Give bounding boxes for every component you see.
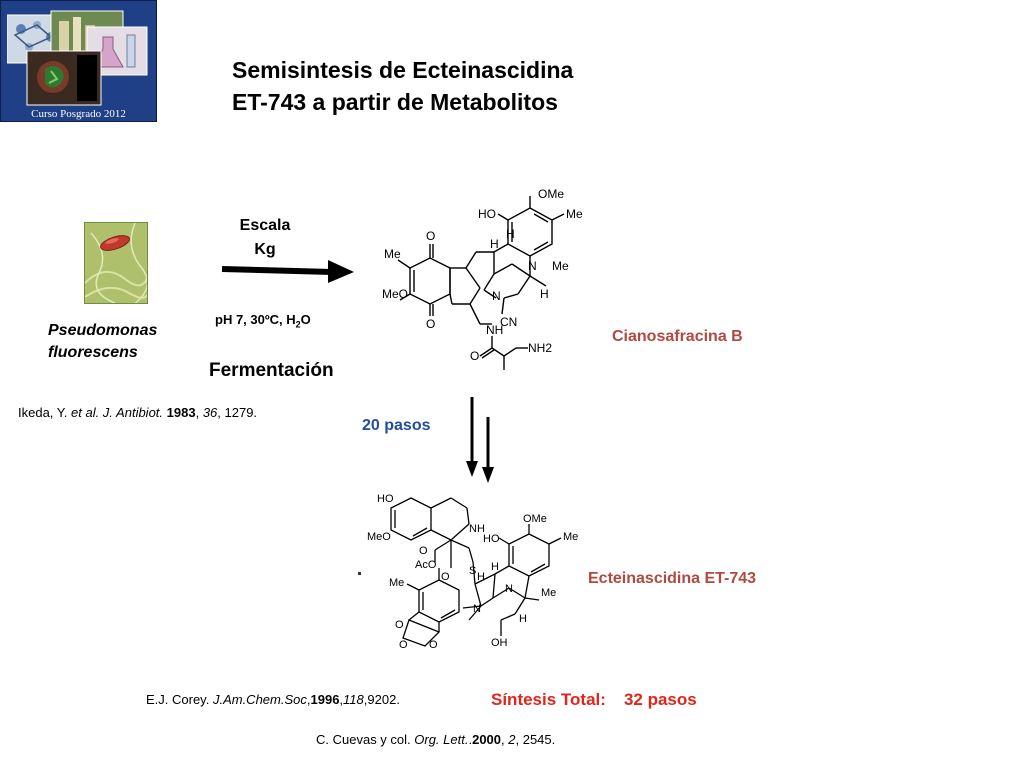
pseudomonas-micrograph [85,223,147,303]
ref-ikeda-author: Ikeda, Y. [18,405,72,420]
cyanosafracin-b-structure: OMe HO Me H H O Me N Me MeO N H O CN NH … [382,187,583,370]
total-synthesis-label: Síntesis Total: [491,690,606,709]
bottom-label-11: Me [389,577,404,589]
top-label-12: O [426,317,435,331]
top-label-0: OMe [538,187,564,201]
top-label-14: NH [486,323,503,337]
bottom-label-7: S [469,565,476,577]
ref-cuevas-volume: 2 [508,732,516,747]
bottom-label-17: H [519,613,527,625]
ref-cuevas-sep1: . [468,732,473,747]
top-label-15: O [470,349,479,363]
scale-label-line-2: Kg [254,241,276,258]
bottom-label-2: NH [469,523,485,535]
total-synthesis: Síntesis Total: 32 pasos [491,690,697,710]
conditions-text: pH 7, 30ºC, H [215,312,296,327]
reference-corey: E.J. Corey. J.Am.Chem.Soc,1996,118,9202. [146,692,400,707]
top-label-3: H [490,237,499,251]
fermentation-arrow [221,260,354,283]
top-label-6: Me [384,247,401,261]
ref-corey-pages: ,9202. [363,692,400,707]
bottom-label-20: OH [491,637,508,649]
top-label-5: O [426,229,435,243]
bottom-label-8: H [477,571,485,583]
ref-cuevas-year: 2000 [472,732,502,747]
top-label-10: N [492,289,501,303]
ref-ikeda-journal: et al. J. Antibiot. [71,405,164,420]
bottom-label-6: Me [563,531,578,543]
top-label-7: N [528,259,537,273]
bottom-label-9: H [491,561,499,573]
bottom-label-12: O [441,571,450,583]
bottom-label-16: N [473,603,481,615]
top-label-2: Me [566,207,583,221]
bottom-label-3: OMe [523,513,547,525]
conditions-suffix: O [300,312,311,327]
transformation-arrows [466,397,494,483]
steps-label: 20 pasos [362,417,431,434]
top-label-16: NH2 [528,341,552,355]
bottom-label-0: HO [377,493,394,505]
bottom-label-18: O [399,639,408,650]
top-label-11: H [540,287,549,301]
bottom-label-1: MeO [367,531,391,543]
ref-cuevas-author: C. Cuevas y col. [316,732,415,747]
slide-title: Semisintesis de Ecteinascidina ET-743 a … [232,54,573,118]
course-logo: Curso Posgrado 2012 [0,0,157,122]
bottom-label-13: O [395,619,404,631]
top-label-1: HO [478,207,496,221]
ref-corey-volume: 118 [343,692,364,707]
bottom-label-19: O [429,639,438,650]
bottom-label-14: N [505,583,513,595]
logo-caption: Curso Posgrado 2012 [31,108,126,120]
ref-ikeda-sep2: , [195,405,203,420]
bottom-label-10: AcO [415,559,437,571]
conditions-subscript: 2 [295,319,301,330]
fermentation-label: Fermentación [209,360,334,381]
ref-corey-sep2: , [339,692,344,707]
reaction-conditions: pH 7, 30ºC, H2O [215,312,311,330]
ref-ikeda-year: 1983 [166,405,196,420]
title-line-1: Semisintesis de Ecteinascidina [232,57,574,83]
et-743-structure: HO MeO NH OMe O HO Me S H H AcO Me O O N… [367,493,578,650]
top-label-13: CN [500,315,517,329]
ref-ikeda-pages: , 1279. [217,405,258,420]
ref-cuevas-journal: Org. Lett. [414,732,469,747]
ref-corey-year: 1996 [310,692,340,707]
ref-cuevas-pages: , 2545. [515,732,556,747]
title-line-2: ET-743 a partir de Metabolitos [232,89,558,115]
bottom-label-5: HO [483,533,500,545]
scale-label-line-1: Escala [239,217,291,234]
scale-label: Escala Kg [232,214,298,262]
organism-name: Pseudomonas fluorescens [48,320,157,364]
reference-ikeda: Ikeda, Y. et al. J. Antibiot. 1983, 36, … [18,405,257,420]
organism-genus: Pseudomonas [48,322,158,339]
top-label-8: Me [552,259,569,273]
ref-cuevas-sep2: , [501,732,509,747]
stray-dot [358,572,361,575]
ref-corey-author: E.J. Corey. [146,692,213,707]
top-label-9: MeO [382,287,408,301]
compound-label-et-743: Ecteinascidina ET-743 [588,570,757,587]
reference-cuevas: C. Cuevas y col. Org. Lett..2000, 2, 254… [316,732,555,747]
top-label-4: H [506,227,515,241]
compound-label-cyanosafracin: Cianosafracina B [612,328,743,345]
logo-collage-image [7,10,148,106]
bottom-label-4: O [419,545,428,557]
organism-species: fluorescens [48,344,138,361]
ref-corey-sep1: , [306,692,311,707]
bottom-label-15: Me [541,587,556,599]
bacteria-image [84,222,148,304]
ref-ikeda-volume: 36 [202,405,218,420]
total-synthesis-value: 32 pasos [623,690,697,709]
ref-corey-journal: J.Am.Chem.Soc [212,692,307,707]
